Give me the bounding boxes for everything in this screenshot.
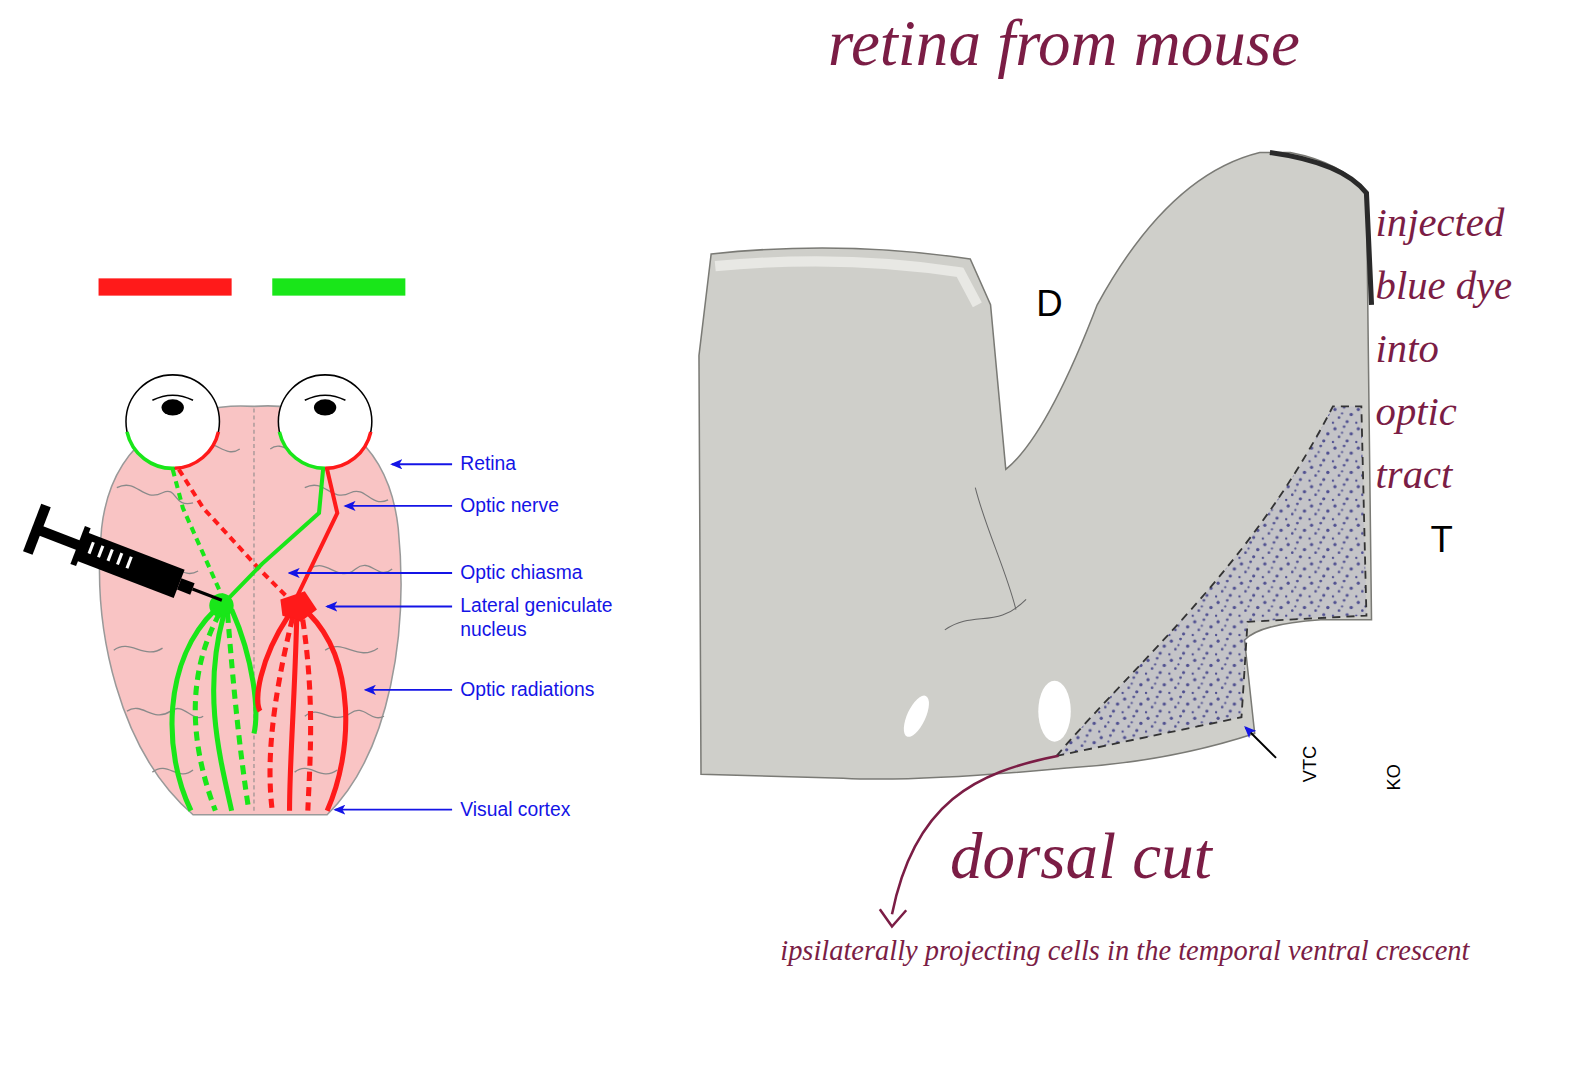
part-label: Optic chiasma	[460, 562, 582, 584]
retina-tissue	[699, 152, 1372, 779]
midline	[253, 408, 254, 812]
optic-fibre	[228, 469, 323, 599]
orientation-letter: D	[1036, 282, 1062, 324]
right-eye	[278, 375, 371, 468]
green-bar	[272, 278, 405, 295]
retina-arc	[279, 432, 325, 469]
eyelid	[152, 395, 193, 400]
vtc-arrow	[1246, 727, 1276, 757]
retina-arc	[325, 432, 371, 469]
retina-arc	[175, 432, 219, 469]
left-eye	[126, 375, 219, 468]
part-label: Retina	[460, 453, 516, 475]
pupil	[314, 399, 336, 415]
vtc-outline	[1057, 406, 1367, 755]
optic-fibre	[297, 469, 338, 597]
part-label: Optic nerve	[460, 495, 559, 517]
vessel	[975, 488, 1016, 610]
orientation-letter: T	[1430, 518, 1452, 560]
tissue-hole	[1038, 681, 1071, 742]
optic-fibre	[179, 469, 290, 599]
syringe	[23, 504, 231, 624]
optic-radiations	[258, 614, 346, 811]
eyelid	[305, 395, 346, 400]
part-label: Visual cortex	[460, 799, 570, 821]
gyri	[112, 444, 392, 774]
tissue-layer	[715, 261, 977, 304]
part-label: Optic radiations	[460, 679, 594, 701]
handwritten-note: dorsal cut	[950, 819, 1212, 894]
leader-arrows	[290, 464, 453, 809]
handwritten-arrowhead	[880, 909, 906, 926]
labelled-cells	[1057, 406, 1367, 755]
vessel	[945, 599, 1026, 629]
handwritten-caption: ipsilaterally projecting cells in the te…	[780, 935, 1469, 968]
tissue-rim	[1270, 152, 1372, 304]
panel-label: VTC	[1300, 746, 1321, 783]
retina-arc	[127, 432, 175, 469]
tissue-hole	[899, 692, 934, 740]
panel-label: KO	[1383, 764, 1404, 790]
handwritten-title: retina from mouse	[828, 6, 1300, 81]
optic-radiations	[172, 610, 256, 811]
red-bar	[99, 278, 232, 295]
handwritten-note: injected blue dye into optic tract	[1376, 191, 1528, 506]
pupil	[162, 399, 184, 415]
part-label: Lateral geniculate nucleus	[460, 593, 643, 642]
brain-outline	[100, 406, 401, 815]
